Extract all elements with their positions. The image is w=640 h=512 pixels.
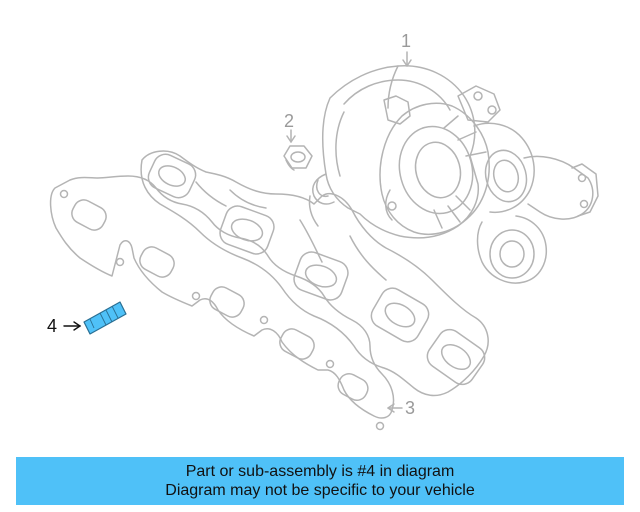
caption-line-2: Diagram may not be specific to your vehi…: [165, 482, 475, 499]
caption-banner: Part or sub-assembly is #4 in diagram Di…: [16, 457, 624, 505]
manifold-gasket: [49, 175, 395, 431]
callout-nut: 2: [284, 111, 295, 131]
caption-line-1: Part or sub-assembly is #4 in diagram: [185, 463, 455, 480]
leader-lines: [286, 51, 412, 413]
stud-leader-arrow: [63, 321, 82, 331]
callout-gasket: 3: [405, 398, 416, 418]
nut: [283, 145, 313, 171]
callout-stud: 4: [47, 316, 58, 336]
highlighted-stud: [83, 301, 127, 335]
exploded-parts-diagram: [49, 51, 599, 431]
exhaust-manifold: [140, 150, 489, 397]
turbocharger: [308, 65, 599, 284]
callout-turbocharger: 1: [401, 31, 412, 51]
